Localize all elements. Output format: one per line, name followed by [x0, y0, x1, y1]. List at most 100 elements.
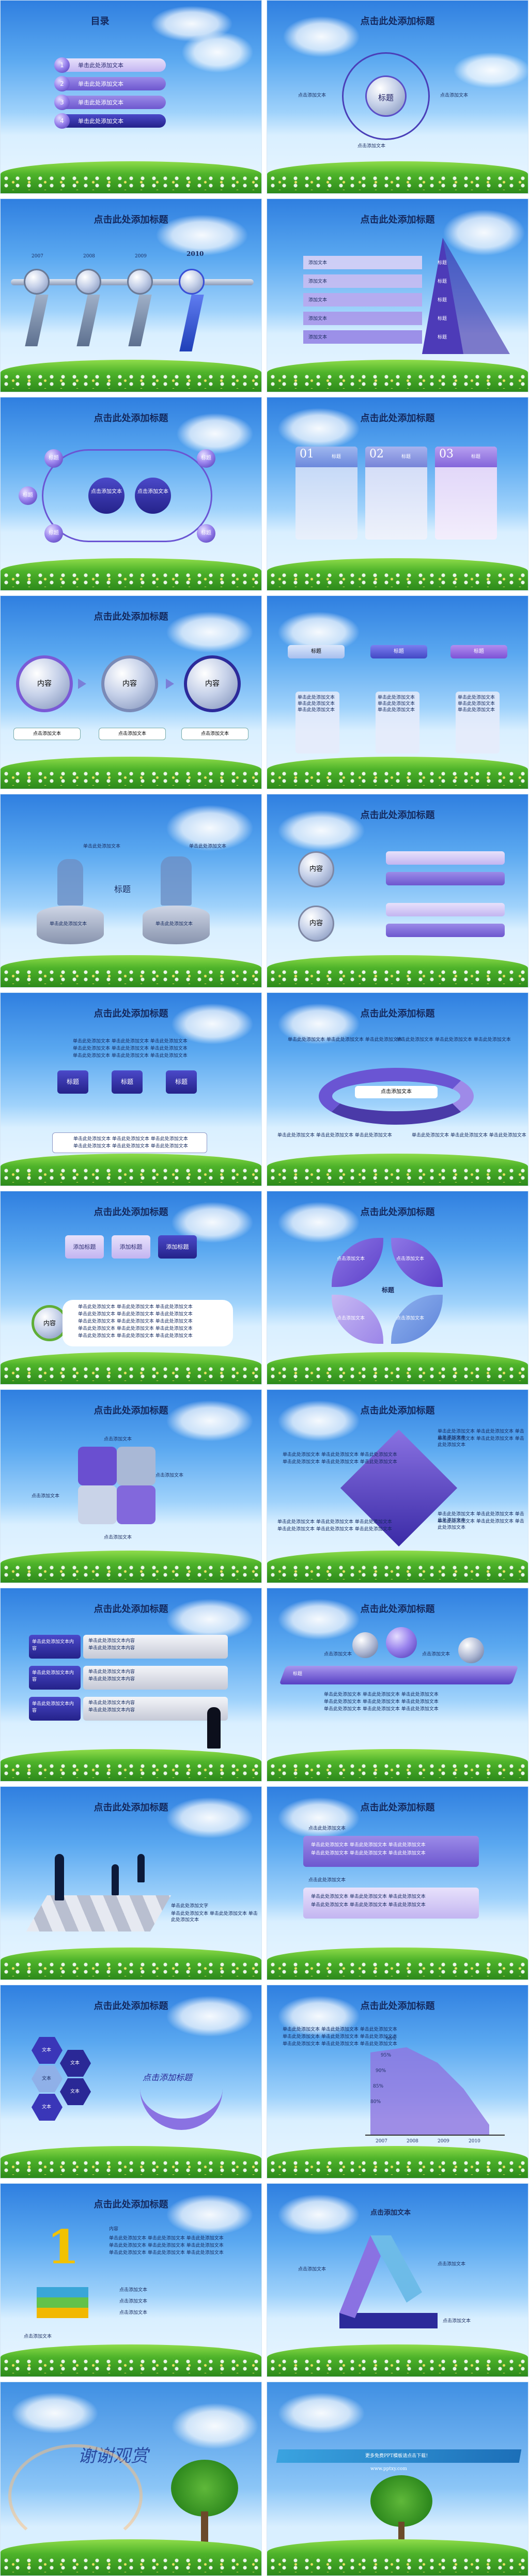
stairs	[26, 1895, 172, 1931]
slide-5[interactable]: 点击此处添加标题 点击添加文本 点击添加文本 标题 标题 标题 标题 标题	[0, 397, 262, 591]
ball[interactable]	[458, 1637, 484, 1663]
node[interactable]: 标题	[44, 449, 63, 468]
puzzle-piece[interactable]	[78, 1447, 117, 1485]
tag[interactable]: 添加标题	[158, 1235, 197, 1259]
tag[interactable]: 标题	[450, 645, 507, 658]
timeline-node[interactable]	[127, 269, 153, 295]
column[interactable]: 02 标题	[365, 447, 427, 540]
slide-6[interactable]: 点击此处添加标题 01 标题 02 标题 03 标题	[267, 397, 528, 591]
slide-2[interactable]: 点击此处添加标题 标题 点击添加文本 点击添加文本 点击添加文本	[267, 0, 528, 194]
toc-item-label: 单击此处添加文本	[78, 118, 123, 125]
hexagon[interactable]	[32, 2094, 63, 2121]
slide-4[interactable]: 点击此处添加标题 添加文本 添加文本 添加文本 添加文本 添加文本 标题 标题 …	[267, 198, 528, 392]
timeline-node[interactable]	[24, 269, 50, 295]
caption: 单击此处添加文本 单击此处添加文本 单击此处添加文本	[171, 1911, 258, 1923]
node[interactable]: 标题	[197, 449, 215, 468]
slide-18[interactable]: 点击此处添加标题 标题 点击添加文本 点击添加文本 单击此处添加文本 单击此处添…	[267, 1588, 528, 1782]
hexagon[interactable]	[60, 2078, 91, 2105]
slide-11[interactable]: 点击此处添加标题 单击此处添加文本 单击此处添加文本 单击此处添加文本 单击此处…	[0, 992, 262, 1186]
slide-21[interactable]: 点击此处添加标题 文本 文本 文本 文本 文本 点击添加标题	[0, 1985, 262, 2179]
ball[interactable]	[386, 1627, 417, 1658]
year-label: 2007	[32, 254, 43, 259]
slide-16[interactable]: 点击此处添加标题 单击此处添加文本 单击此处添加文本 单击此处添加文本 单击此处…	[267, 1389, 528, 1583]
puzzle-piece[interactable]	[117, 1485, 155, 1524]
content-node[interactable]: 内容	[298, 851, 334, 887]
content-node[interactable]: 内容	[32, 1305, 68, 1341]
bar[interactable]	[386, 903, 505, 916]
content-node[interactable]: 内容	[16, 655, 73, 712]
caption-box[interactable]: 点击添加文本	[13, 728, 81, 740]
slide-26[interactable]: 更多免费PPT模板请点击下载！ www.pptxy.com	[267, 2382, 528, 2576]
left-tag[interactable]: 单击此处添加文本内容	[29, 1697, 81, 1721]
banner-url[interactable]: www.pptxy.com	[370, 2466, 407, 2472]
node[interactable]: 标题	[19, 486, 37, 505]
para: 单击此处添加文本 单击此处添加文本 单击此处添加文本	[73, 1039, 188, 1044]
text-box: 单击此处添加文本 单击此处添加文本 单击此处添加文本 单击此处添加文本 单击此处…	[52, 1132, 207, 1153]
para: 单击此处添加文本 单击此处添加文本 单击此处添加文本	[73, 1046, 188, 1051]
content-node[interactable]: 内容	[101, 655, 158, 712]
node[interactable]: 标题	[44, 524, 63, 543]
slide-20[interactable]: 点击此处添加标题 点击此处添加文本 单击此处添加文本 单击此处添加文本 单击此处…	[267, 1786, 528, 1980]
slide-7[interactable]: 点击此处添加标题 内容 内容 内容 点击添加文本 点击添加文本 点击添加文本	[0, 595, 262, 789]
slide-1[interactable]: 目录 1 单击此处添加文本 2 单击此处添加文本 3 单击此处添加文本 4 单击…	[0, 0, 262, 194]
slide-8[interactable]: 标题 标题 标题 单击此处添加文本 单击此处添加文本 单击此处添加文本 单击此处…	[267, 595, 528, 789]
slide-3[interactable]: 点击此处添加标题 2007 2008 2009 2010	[0, 198, 262, 392]
pct-label: 80%	[370, 2099, 381, 2105]
content-node[interactable]: 内容	[298, 906, 334, 942]
caption-box[interactable]: 点击添加文本	[181, 728, 248, 740]
bar[interactable]	[386, 924, 505, 937]
para: 单击此处添加文本 单击此处添加文本 单击此处添加文本	[324, 1707, 439, 1712]
timeline-node[interactable]	[75, 269, 101, 295]
slide-22[interactable]: 点击此处添加标题 单击此处添加文本 单击此处添加文本 单击此处添加文本 单击此处…	[267, 1985, 528, 2179]
slide-25[interactable]: 谢谢观赏	[0, 2382, 262, 2576]
tag[interactable]: 标题	[288, 645, 345, 658]
center-sphere[interactable]: 标题	[365, 75, 407, 117]
toc-item[interactable]: 1 单击此处添加文本	[54, 57, 166, 73]
tag[interactable]: 标题	[112, 1070, 143, 1094]
center-node-right[interactable]: 点击添加文本	[135, 478, 171, 514]
bar[interactable]	[386, 851, 505, 865]
person-silhouette	[57, 859, 83, 906]
tag[interactable]: 添加标题	[65, 1235, 104, 1259]
toc-item[interactable]: 2 单击此处添加文本	[54, 76, 166, 91]
hex-label: 文本	[42, 2105, 52, 2110]
hexagon[interactable]	[32, 2065, 63, 2092]
slide-12[interactable]: 点击此处添加标题 点击添加文本 单击此处添加文本 单击此处添加文本 单击此处添加…	[267, 992, 528, 1186]
slide-17[interactable]: 点击此处添加标题 单击此处添加文本内容 单击此处添加文本内容 单击此处添加文本内…	[0, 1588, 262, 1782]
ball[interactable]	[352, 1632, 378, 1658]
tag[interactable]: 添加标题	[112, 1235, 150, 1259]
slide-title: 点击此处添加标题	[94, 611, 168, 622]
slide-10[interactable]: 点击此处添加标题 内容 内容	[267, 794, 528, 988]
stack-layer	[37, 2287, 88, 2297]
slide-14[interactable]: 点击此处添加标题 点击添加文本 点击添加文本 点击添加文本 点击添加文本 标题	[267, 1191, 528, 1385]
tag[interactable]: 标题	[57, 1070, 88, 1094]
content-node[interactable]: 内容	[184, 655, 241, 712]
hexagon[interactable]	[60, 2050, 91, 2077]
caption-box[interactable]: 点击添加文本	[99, 728, 166, 740]
banner-text[interactable]: 更多免费PPT模板请点击下载！	[365, 2454, 431, 2459]
toc-item[interactable]: 3 单击此处添加文本	[54, 95, 166, 110]
toc-item[interactable]: 4 单击此处添加文本	[54, 113, 166, 129]
slide-23[interactable]: 点击此处添加标题 1 内容 单击此处添加文本 单击此处添加文本 单击此处添加文本…	[0, 2183, 262, 2377]
pedestal-text: 单击此处添加文本	[50, 922, 87, 927]
left-tag[interactable]: 单击此处添加文本内容	[29, 1635, 81, 1659]
slide-19[interactable]: 点击此处添加标题 单击此处添加文字 单击此处添加文本 单击此处添加文本 单击此处…	[0, 1786, 262, 1980]
tag[interactable]: 标题	[166, 1070, 197, 1094]
tag[interactable]: 标题	[370, 645, 427, 658]
pedestal-text: 单击此处添加文本	[155, 922, 193, 927]
slide-13[interactable]: 点击此处添加标题 添加标题 添加标题 添加标题 内容 单击此处添加文本 单击此处…	[0, 1191, 262, 1385]
column[interactable]: 01 标题	[295, 447, 357, 540]
left-tag[interactable]: 单击此处添加文本内容	[29, 1666, 81, 1690]
center-node-left[interactable]: 点击添加文本	[88, 478, 125, 514]
para: 单击此处添加文本 单击此处添加文本 单击此处添加文本	[438, 1519, 524, 1530]
hexagon[interactable]	[32, 2037, 63, 2064]
timeline-node[interactable]	[179, 269, 205, 295]
node[interactable]: 标题	[197, 524, 215, 543]
slide-15[interactable]: 点击此处添加标题 点击添加文本 点击添加文本 点击添加文本 点击添加文本	[0, 1389, 262, 1583]
bar[interactable]	[386, 872, 505, 885]
column[interactable]: 03 标题	[435, 447, 497, 540]
slide-9[interactable]: 单击此处添加文本 单击此处添加文本 标题 单击此处添加文本 单击此处添加文本	[0, 794, 262, 988]
slide-24[interactable]: 点击添加文本 点击添加文本 点击添加文本 点击添加文本	[267, 2183, 528, 2377]
puzzle-piece[interactable]	[117, 1447, 155, 1485]
puzzle-piece[interactable]	[78, 1485, 117, 1524]
